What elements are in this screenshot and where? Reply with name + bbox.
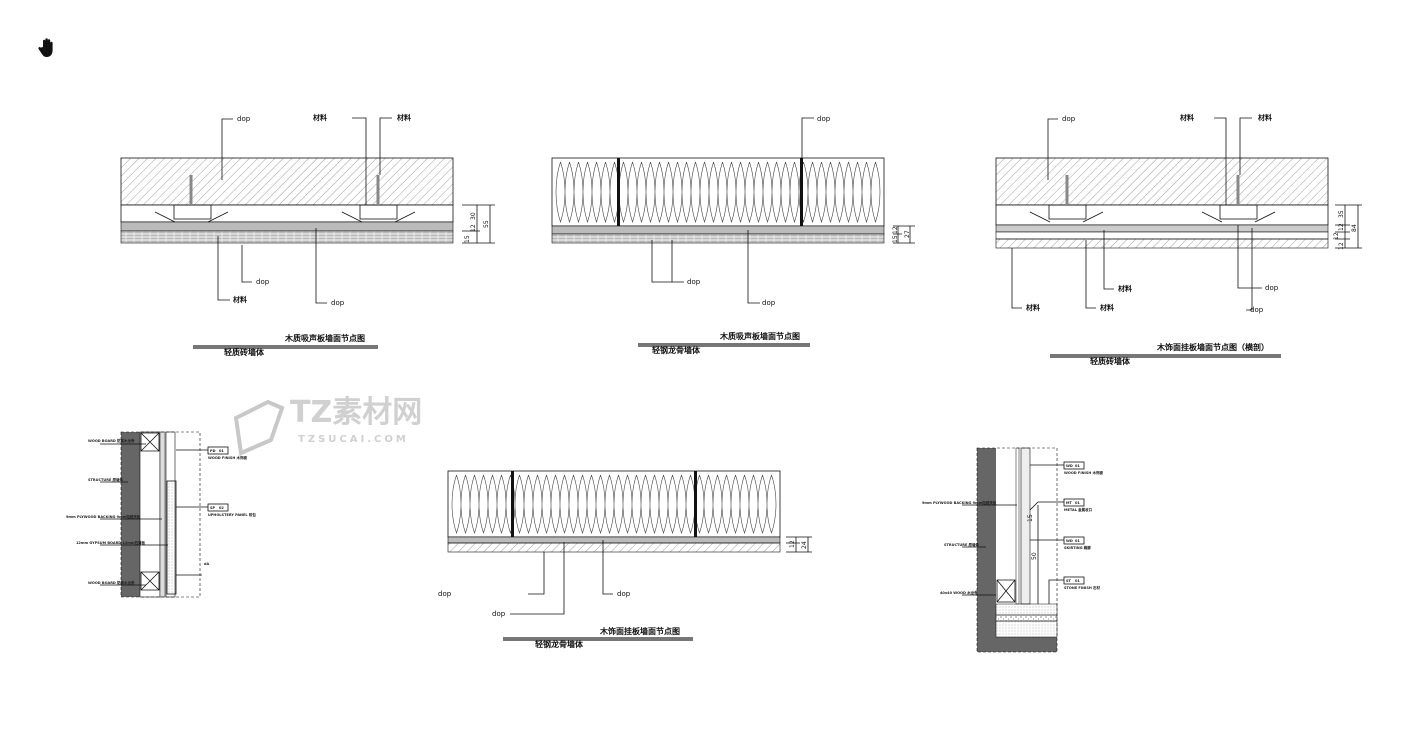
svg-text:材料: 材料 — [1257, 113, 1272, 122]
svg-text:WOOD FINISH 木饰面: WOOD FINISH 木饰面 — [208, 455, 248, 460]
svg-text:27: 27 — [904, 230, 911, 238]
svg-text:02: 02 — [219, 506, 224, 510]
svg-text:木质吸声板墙面节点图: 木质吸声板墙面节点图 — [719, 331, 800, 341]
svg-text:PD: PD — [210, 449, 216, 453]
svg-text:木质吸声板墙面节点图: 木质吸声板墙面节点图 — [284, 333, 365, 343]
svg-text:dop: dop — [438, 590, 452, 598]
svg-text:12: 12 — [1333, 232, 1340, 240]
svg-text:MT: MT — [1066, 501, 1072, 505]
svg-text:METAL 金属收口: METAL 金属收口 — [1064, 507, 1093, 512]
svg-text:轻质砖墙体: 轻质砖墙体 — [1090, 356, 1131, 366]
svg-text:WOOD BOARD 防腐木龙骨: WOOD BOARD 防腐木龙骨 — [88, 438, 135, 443]
svg-text:材料: 材料 — [1025, 303, 1040, 312]
svg-text:dop: dop — [762, 299, 776, 307]
insulation-zigzag — [555, 161, 881, 223]
svg-text:15: 15 — [892, 235, 899, 243]
svg-text:TZ素材网: TZ素材网 — [290, 395, 422, 430]
svg-text:35: 35 — [1338, 210, 1345, 218]
svg-text:材料: 材料 — [1099, 303, 1114, 312]
svg-text:dop: dop — [492, 610, 506, 618]
svg-text:9mm PLYWOOD BACKING 9mm阻燃夹板: 9mm PLYWOOD BACKING 9mm阻燃夹板 — [66, 514, 141, 519]
svg-text:轻质砖墙体: 轻质砖墙体 — [224, 347, 265, 357]
detail-drawing-a[interactable]: dop 材料 材料 材料 dop dop 30 55 12 15 木质吸声板墙面… — [120, 113, 495, 357]
svg-text:STRUCTURE 原墙体: STRUCTURE 原墙体 — [944, 542, 980, 547]
svg-text:dop: dop — [617, 590, 631, 598]
svg-text:01: 01 — [1075, 579, 1080, 583]
svg-text:dop: dop — [256, 278, 270, 286]
svg-text:dop: dop — [237, 115, 251, 123]
svg-text:dop: dop — [1062, 115, 1076, 123]
hand-pan-icon[interactable] — [38, 38, 53, 57]
svg-text:材料: 材料 — [312, 113, 327, 122]
svg-text:材料: 材料 — [1179, 113, 1194, 122]
svg-text:UPHOLSTERY PANEL 软包: UPHOLSTERY PANEL 软包 — [208, 512, 256, 517]
svg-text:12: 12 — [1338, 242, 1345, 250]
svg-text:SP: SP — [210, 506, 216, 510]
svg-text:dop: dop — [817, 115, 831, 123]
svg-text:SKIRTING 踢脚: SKIRTING 踢脚 — [1064, 545, 1091, 550]
svg-text:24: 24 — [801, 541, 808, 549]
svg-text:12: 12 — [470, 224, 477, 232]
detail-drawing-b[interactable]: dop dop dop 12 15 27 木质吸声板墙面节点图 轻钢龙骨墙体 — [551, 115, 915, 355]
svg-text:dop: dop — [1250, 306, 1264, 314]
svg-text:40x40 WOOD 木龙骨: 40x40 WOOD 木龙骨 — [940, 590, 978, 595]
svg-text:01: 01 — [1075, 464, 1080, 468]
svg-text:12: 12 — [789, 540, 796, 548]
detail-drawing-c[interactable]: dop 材料 材料 材料 材料 材料 dop dop 35 12 12 12 8… — [995, 113, 1362, 366]
svg-text:WOOD FINISH 木饰面: WOOD FINISH 木饰面 — [1064, 470, 1104, 475]
svg-text:木饰面挂板墙面节点图: 木饰面挂板墙面节点图 — [599, 626, 680, 636]
svg-text:TZSUCAI.COM: TZSUCAI.COM — [298, 434, 409, 445]
svg-text:dop: dop — [1265, 284, 1279, 292]
insulation-zigzag — [451, 474, 777, 534]
svg-text:84: 84 — [1351, 224, 1358, 232]
watermark: TZ素材网 TZSUCAI.COM — [233, 395, 422, 456]
svg-text:15: 15 — [1027, 514, 1034, 522]
svg-text:WOOD BOARD 防腐木龙骨: WOOD BOARD 防腐木龙骨 — [88, 580, 135, 585]
svg-text:ST: ST — [1066, 579, 1072, 583]
svg-text:dop: dop — [331, 299, 345, 307]
svg-text:材料: 材料 — [396, 113, 411, 122]
svg-text:9mm PLYWOOD BACKING 9mm阻燃夹板: 9mm PLYWOOD BACKING 9mm阻燃夹板 — [922, 500, 997, 505]
insulation-pattern — [451, 474, 777, 534]
svg-text:STRUCTURE 原墙体: STRUCTURE 原墙体 — [88, 477, 124, 482]
svg-text:01: 01 — [1075, 539, 1080, 543]
svg-text:dA: dA — [204, 562, 210, 566]
svg-text:STONE FINISH 石材: STONE FINISH 石材 — [1064, 585, 1101, 590]
svg-text:55: 55 — [483, 220, 490, 228]
svg-text:50: 50 — [1031, 552, 1038, 560]
svg-text:30: 30 — [470, 212, 477, 220]
svg-text:WD: WD — [1066, 539, 1073, 543]
svg-text:01: 01 — [219, 449, 224, 453]
svg-text:12: 12 — [1338, 223, 1345, 231]
detail-drawing-d[interactable]: WOOD BOARD 防腐木龙骨 STRUCTURE 原墙体 9mm PLYWO… — [66, 431, 256, 598]
svg-text:轻钢龙骨墙体: 轻钢龙骨墙体 — [652, 345, 701, 355]
svg-text:15: 15 — [464, 235, 471, 243]
svg-text:材料: 材料 — [232, 295, 247, 304]
svg-text:01: 01 — [1075, 501, 1080, 505]
svg-text:木饰面挂板墙面节点图（横剖）: 木饰面挂板墙面节点图（横剖） — [1156, 342, 1269, 352]
svg-text:轻钢龙骨墙体: 轻钢龙骨墙体 — [535, 639, 584, 649]
detail-drawing-f[interactable]: 9mm PLYWOOD BACKING 9mm阻燃夹板 STRUCTURE 原墙… — [922, 447, 1104, 653]
svg-text:dop: dop — [687, 278, 701, 286]
detail-drawing-e[interactable]: dop dop dop 12 24 木饰面挂板墙面节点图 轻钢龙骨墙体 — [438, 470, 812, 649]
svg-text:12: 12 — [892, 226, 899, 234]
svg-text:材料: 材料 — [1117, 284, 1132, 293]
svg-text:12mm GYPSUM BOARD 12mm石膏板: 12mm GYPSUM BOARD 12mm石膏板 — [76, 540, 146, 545]
insulation-pattern — [555, 161, 881, 223]
svg-text:WD: WD — [1066, 464, 1073, 468]
